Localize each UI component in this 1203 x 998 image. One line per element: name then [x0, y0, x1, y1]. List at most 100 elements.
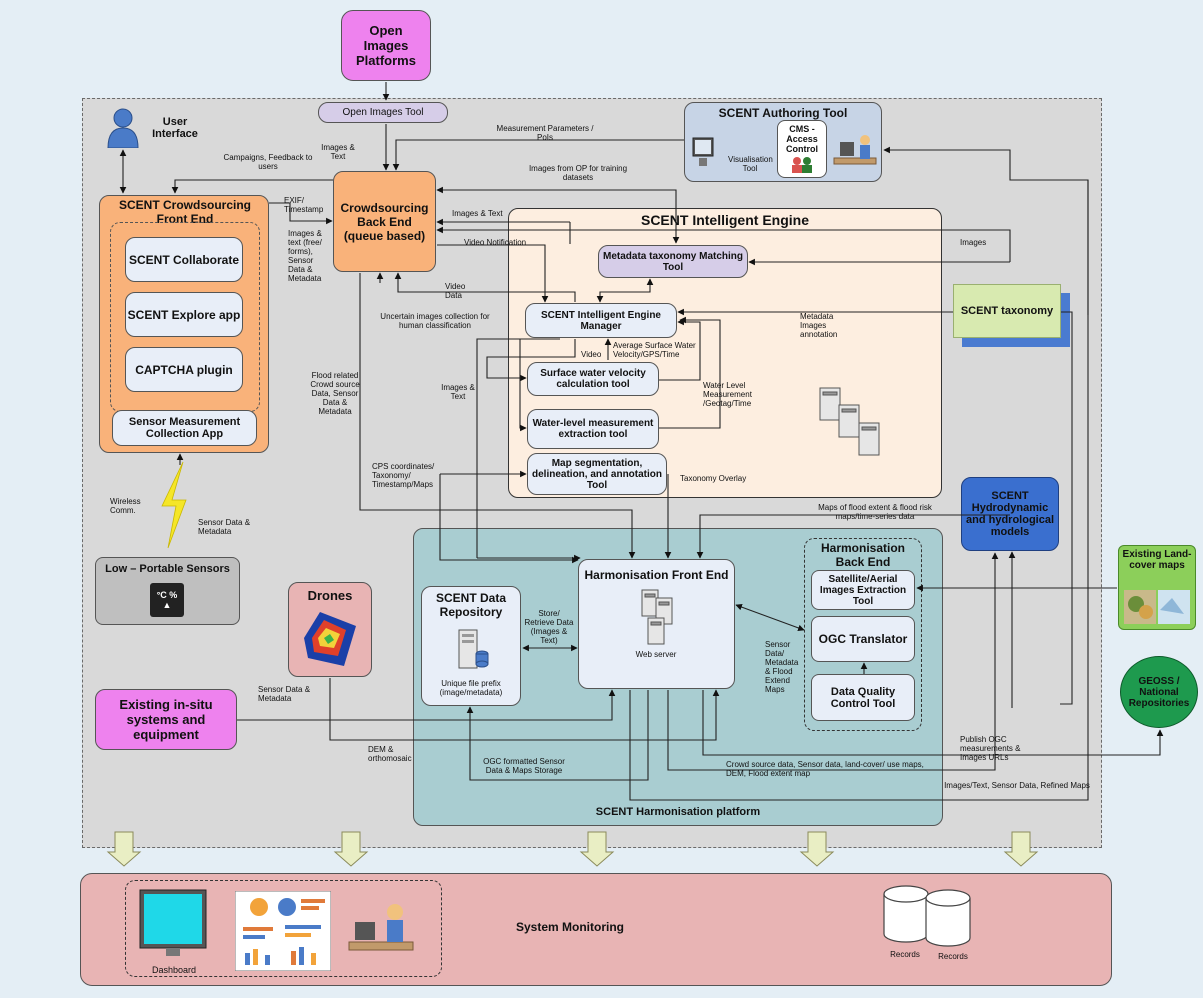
data-quality-tool-label: Data Quality Control Tool — [830, 685, 896, 710]
captcha-plugin-box: CAPTCHA plugin — [125, 347, 243, 392]
dashboard-group — [125, 880, 442, 977]
scent-taxonomy-box: SCENT taxonomy — [953, 284, 1061, 338]
map-segmentation-tool-box: Map segmentation, delineation, and annot… — [527, 453, 667, 495]
label-flood-related: Flood related Crowd source Data, Sensor … — [310, 371, 360, 416]
servers-icon — [819, 387, 880, 456]
label-maps-flood-extent: Maps of flood extent & flood risk maps/t… — [818, 503, 932, 521]
system-monitoring-title: System Monitoring — [515, 920, 624, 934]
label-wireless: Wireless Comm. — [110, 497, 141, 515]
label-images-text-3: Images & Text — [441, 383, 475, 401]
label-measurement-params: Measurement Parameters / PoIs — [496, 124, 594, 142]
label-water-level-measurement: Water Level Measurement /Geotag/Time — [703, 381, 752, 408]
scent-collaborate-label: SCENT Collaborate — [128, 252, 239, 267]
web-server-icon — [641, 589, 673, 645]
dashboard-charts-icon — [235, 891, 331, 971]
label-images-right: Images — [960, 238, 987, 247]
metadata-taxonomy-tool-box: Metadata taxonomy Matching Tool — [598, 245, 748, 278]
drone-map-icon — [304, 612, 356, 666]
unique-file-prefix-label: Unique file prefix (image/metadata) — [439, 679, 503, 697]
operator-desk-icon — [348, 904, 414, 951]
office-worker-icon — [833, 135, 877, 165]
sensor-symbols: °C % ▲ — [156, 590, 178, 610]
open-images-tool-label: Open Images Tool — [342, 107, 424, 118]
geoss-label: GEOSS / National Repositories — [1128, 675, 1190, 709]
harmonisation-back-end-box — [804, 538, 922, 731]
label-sensor-data-metadata-2: Sensor Data & Metadata — [258, 685, 311, 703]
data-quality-tool-box: Data Quality Control Tool — [811, 674, 915, 721]
sensor-device-icon: °C % ▲ — [150, 583, 184, 617]
label-exif: EXIF/ Timestamp — [284, 196, 324, 214]
label-images-from-op: Images from OP for training datasets — [528, 164, 628, 182]
scent-collaborate-box: SCENT Collaborate — [125, 237, 243, 282]
open-images-tool-box: Open Images Tool — [318, 102, 448, 123]
engine-manager-box: SCENT Intelligent Engine Manager — [525, 303, 677, 338]
label-cps-coordinates: CPS coordinates/ Taxonomy/ Timestamp/Map… — [372, 462, 435, 489]
dashboard-label: Dashboard — [151, 965, 197, 975]
database-server-icon — [458, 629, 489, 669]
satellite-tool-box: Satellite/Aerial Images Extraction Tool — [811, 570, 915, 610]
label-taxonomy-overlay: Taxonomy Overlay — [680, 474, 747, 483]
existing-insitu-box: Existing in-situ systems and equipment — [95, 689, 237, 750]
low-portable-sensors-label: Low – Portable Sensors — [105, 563, 230, 575]
label-sensor-data-metadata-1: Sensor Data & Metadata — [198, 518, 251, 536]
scent-taxonomy-label: SCENT taxonomy — [960, 305, 1054, 317]
crowdsourcing-back-end-label: Crowdsourcing Back End (queue based) — [340, 200, 429, 243]
velocity-tool-label: Surface water velocity calculation tool — [540, 368, 646, 390]
ogc-translator-label: OGC Translator — [818, 632, 908, 646]
water-level-tool-label: Water-level measurement extraction tool — [532, 418, 654, 440]
label-store-retrieve: Store/ Retrieve Data (Images & Text) — [524, 609, 574, 645]
people-icon — [792, 157, 812, 173]
wireless-lightning-icon — [161, 461, 187, 549]
existing-landcover-label: Existing Land-cover maps — [1122, 549, 1192, 571]
intelligent-engine-title: SCENT Intelligent Engine — [640, 212, 809, 228]
engine-manager-label: SCENT Intelligent Engine Manager — [540, 309, 661, 332]
cms-access-control-label: CMS - Access Control — [786, 124, 818, 154]
label-images-text-2: Images & Text — [452, 209, 503, 218]
records-label-2: Records — [938, 952, 968, 961]
water-level-tool-box: Water-level measurement extraction tool — [527, 409, 659, 449]
records-db-icons — [883, 885, 971, 947]
label-avg-surface-water: Average Surface Water Velocity/GPS/Time — [613, 341, 696, 359]
dashboard-monitor-icon — [139, 889, 207, 956]
label-campaigns: Campaigns, Feedback to users — [223, 153, 313, 171]
harmonisation-front-end-label: Harmonisation Front End — [584, 568, 729, 582]
open-images-platforms-label: Open Images Platforms — [356, 23, 416, 68]
open-images-platforms-box: Open Images Platforms — [341, 10, 431, 81]
label-publish-ogc: Publish OGC measurements & Images URLs — [960, 735, 1021, 762]
existing-insitu-label: Existing in-situ systems and equipment — [119, 697, 213, 742]
authoring-tool-title: SCENT Authoring Tool — [718, 106, 848, 120]
drones-label: Drones — [307, 588, 353, 603]
land-cover-maps-icon — [1124, 590, 1190, 624]
label-video-data: Video Data — [445, 282, 466, 300]
label-dem-ortho: DEM & orthomosaic — [368, 745, 412, 763]
label-ogc-formatted: OGC formatted Sensor Data & Maps Storage — [483, 757, 565, 775]
monitor-icon — [692, 137, 714, 166]
sensor-measurement-app-box: Sensor Measurement Collection App — [112, 410, 257, 446]
label-images-text-1: Images & Text — [321, 143, 355, 161]
crowdsourcing-back-end-box: Crowdsourcing Back End (queue based) — [333, 171, 436, 272]
velocity-tool-box: Surface water velocity calculation tool — [527, 362, 659, 396]
metadata-taxonomy-tool-label: Metadata taxonomy Matching Tool — [602, 250, 744, 273]
scent-explore-label: SCENT Explore app — [127, 307, 241, 322]
hydro-models-box: SCENT Hydrodynamic and hydrological mode… — [961, 477, 1059, 551]
satellite-tool-label: Satellite/Aerial Images Extraction Tool — [819, 573, 907, 607]
label-video-notification: Video Notification — [464, 238, 527, 247]
records-label-1: Records — [890, 950, 920, 959]
label-uncertain-images: Uncertain images collection for human cl… — [380, 312, 490, 330]
data-repository-label: SCENT Data Repository — [435, 591, 506, 619]
label-sensor-data-flood: Sensor Data/ Metadata & Flood Extend Map… — [765, 640, 799, 694]
hydro-models-label: SCENT Hydrodynamic and hydrological mode… — [966, 490, 1055, 538]
ogc-translator-box: OGC Translator — [811, 616, 915, 662]
label-images-text-sensor: Images/Text, Sensor Data, Refined Maps — [944, 781, 1090, 790]
geoss-box: GEOSS / National Repositories — [1120, 656, 1198, 728]
label-crowd-source-data: Crowd source data, Sensor data, land-cov… — [726, 760, 924, 778]
label-metadata-images-annotation: Metadata Images annotation — [800, 312, 838, 339]
sensor-measurement-app-label: Sensor Measurement Collection App — [128, 416, 241, 440]
web-server-label: Web server — [635, 650, 677, 659]
user-icon — [107, 108, 139, 148]
user-interface-label: User Interface — [152, 116, 198, 140]
scent-explore-box: SCENT Explore app — [125, 292, 243, 337]
visualisation-tool-label: Visualisation Tool — [728, 155, 773, 173]
